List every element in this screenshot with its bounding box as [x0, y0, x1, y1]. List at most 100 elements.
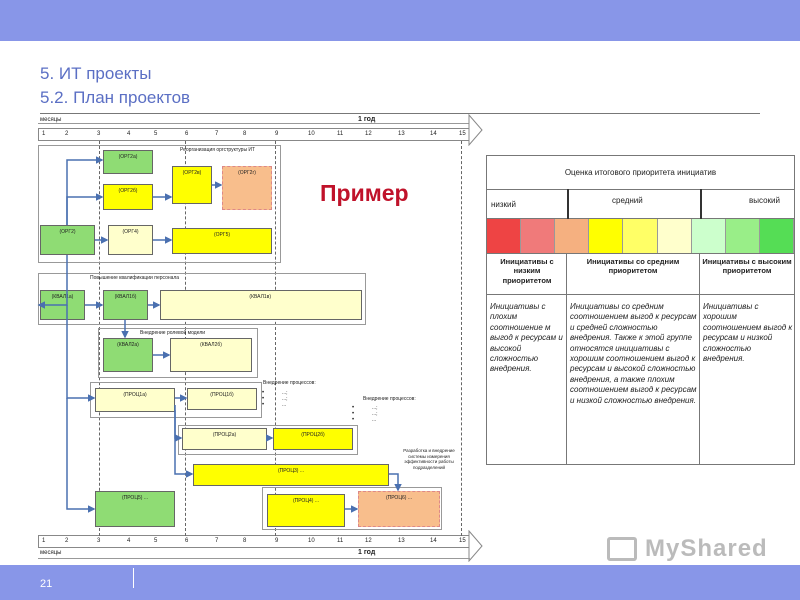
group-proc2-label: Внедрение процессов:: [363, 396, 416, 402]
footer-divider: [133, 568, 134, 588]
priority-high-label: высокий: [749, 196, 780, 205]
group-org: [38, 145, 281, 263]
month-tick: 9: [275, 538, 279, 544]
col-text-high: Инициативы с хорошим соотношением выгод …: [703, 302, 793, 363]
col-head-medium: Инициативы со средним приоритетом: [586, 257, 680, 276]
group-qual: [38, 273, 366, 325]
group-org-label: Реорганизация оргструктуры ИТ: [180, 147, 256, 153]
gridline: [99, 141, 100, 536]
box-proc4: (ПРОЦ4) ...: [267, 494, 345, 527]
col-head-high: Инициативы с высоким приоритетом: [702, 257, 792, 276]
month-tick: 3: [97, 131, 101, 137]
month-tick: 6: [185, 538, 189, 544]
box-proc6: (ПРОЦ6) ...: [358, 491, 440, 527]
priority-low-label: низкий: [491, 200, 516, 209]
ruler-arrow-top: [468, 114, 483, 146]
month-tick: 9: [275, 131, 279, 137]
col-head-low: Инициативы с низким приоритетом: [500, 257, 554, 285]
box-org2: (ОРГ2): [40, 225, 95, 255]
proc2-dots: •••: [352, 405, 355, 423]
month-tick: 12: [365, 538, 372, 544]
box-proc3: (ПРОЦ3) ...: [193, 464, 389, 486]
box-org5: (ОРГ5): [172, 228, 272, 254]
priority-swatch: [691, 219, 726, 253]
box-proc2b: (ПРОЦ2б): [273, 428, 353, 450]
year-line-top: [38, 123, 470, 124]
month-tick: 2: [65, 538, 69, 544]
month-tick: 14: [430, 538, 437, 544]
priority-medium-label: средний: [612, 196, 643, 205]
priority-table: Оценка итогового приоритета инициатив ни…: [486, 155, 795, 465]
group-system-label: Разработка и внедрение системы измерения…: [403, 448, 455, 470]
months-label-top: месяцы: [40, 117, 62, 123]
ruler-arrow-bottom: [468, 530, 483, 562]
page-number: 21: [40, 578, 53, 590]
top-banner: [0, 0, 800, 41]
month-tick: 7: [215, 538, 219, 544]
watermark-icon: [607, 537, 637, 561]
month-tick: 13: [398, 538, 405, 544]
bottom-banner: [0, 565, 800, 600]
month-tick: 6: [185, 131, 189, 137]
box-proc1b: (ПРОЦ1б): [187, 388, 257, 410]
box-kv2b: (КВАЛ2б): [170, 338, 252, 372]
month-tick: 14: [430, 131, 437, 137]
month-tick: 1: [42, 131, 46, 137]
slide-subtitle: 5.2. План проектов: [40, 88, 191, 107]
gridline: [461, 141, 462, 536]
priority-swatch: [555, 219, 590, 253]
priority-swatch: [657, 219, 692, 253]
box-org2v: (ОРГ2в): [172, 166, 212, 204]
box-proc5: (ПРОЦ5) ...: [95, 491, 175, 527]
year-label-bottom: 1 год: [358, 549, 376, 556]
priority-swatch: [759, 219, 794, 253]
priority-swatch: [521, 219, 556, 253]
month-tick: 4: [127, 538, 131, 544]
month-tick: 5: [154, 538, 158, 544]
month-tick: 11: [337, 538, 344, 544]
box-org2b: (ОРГ2б): [103, 184, 153, 210]
box-kv1v: (КВАЛ1в): [160, 290, 362, 320]
slide-title: 5. ИТ проекты: [40, 64, 152, 83]
priority-swatch: [589, 219, 624, 253]
year-label-top: 1 год: [358, 116, 376, 123]
months-label-bottom: месяцы: [40, 550, 62, 556]
box-kv2a: (КВАЛ2а): [103, 338, 153, 372]
priority-swatch: [487, 219, 522, 253]
month-tick: 4: [127, 131, 131, 137]
proc2-dots-text: ...;...;...: [372, 405, 378, 423]
month-tick: 13: [398, 131, 405, 137]
group-proc4: [262, 487, 442, 530]
proc1-dots-text: ...;...;...: [282, 390, 288, 408]
gridline: [275, 141, 276, 536]
proc1-dots: •••: [262, 390, 265, 408]
box-proc1a: (ПРОЦ1а): [95, 388, 175, 412]
group-qual-label: Повышение квалификации персонала: [90, 275, 180, 281]
group-role-label: Внедрение ролевой модели: [140, 330, 206, 336]
box-org2a: (ОРГ2а): [103, 150, 153, 174]
box-org2g: (ОРГ2г): [222, 166, 272, 210]
month-tick: 3: [97, 538, 101, 544]
month-tick: 15: [459, 538, 466, 544]
month-tick: 1: [42, 538, 46, 544]
month-tick: 12: [365, 131, 372, 137]
group-role: [98, 328, 258, 378]
year-line-bottom: [38, 558, 470, 559]
priority-table-title: Оценка итогового приоритета инициатив: [564, 168, 717, 177]
priority-swatch: [725, 219, 760, 253]
group-proc1-label: Внедрение процессов:: [263, 380, 316, 386]
priority-swatch: [623, 219, 658, 253]
col-text-low: Инициативы с плохим соотношение м выгод …: [490, 302, 563, 374]
month-tick: 10: [308, 131, 315, 137]
box-kv1b: (КВАЛ1б): [103, 290, 148, 320]
watermark: MyShared: [645, 535, 768, 562]
box-proc2a: (ПРОЦ2а): [182, 428, 267, 450]
month-tick: 10: [308, 538, 315, 544]
month-tick: 2: [65, 131, 69, 137]
month-tick: 8: [243, 131, 247, 137]
title-divider: [40, 113, 760, 114]
box-org4: (ОРГ4): [108, 225, 153, 255]
month-tick: 11: [337, 131, 344, 137]
example-label: Пример: [320, 180, 409, 206]
